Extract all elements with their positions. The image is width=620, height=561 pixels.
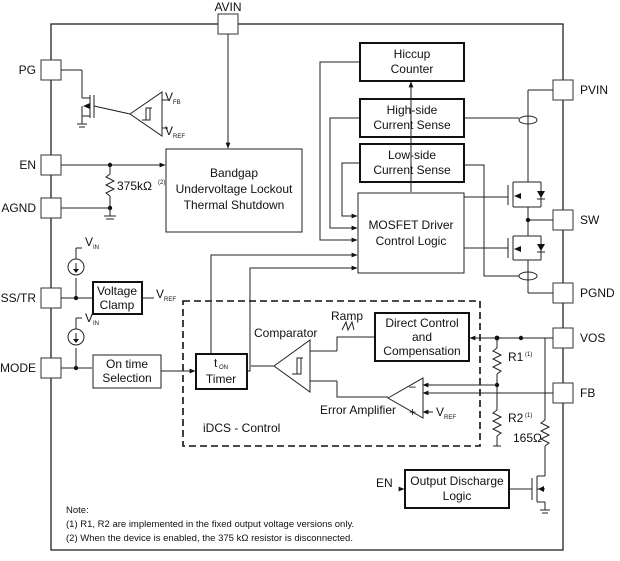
output-discharge-block: Output Discharge Logic: [404, 469, 510, 509]
pin-pvin-label: PVIN: [580, 83, 608, 97]
ramp-label: Ramp: [331, 309, 363, 323]
hiccup-label-2: Counter: [391, 62, 434, 76]
clamp-vref-label: V: [156, 287, 164, 301]
mosfet-label-2: Control Logic: [376, 234, 447, 248]
pin-vos: VOS: [552, 327, 605, 349]
pin-agnd: AGND: [1, 197, 62, 219]
error-amplifier-icon: [386, 377, 424, 419]
mosfet-label-1: MOSFET Driver: [368, 218, 453, 232]
vfb-label: V: [165, 90, 173, 104]
timer-block: t ON Timer: [195, 353, 248, 390]
bandgap-label-1: Bandgap: [210, 166, 258, 180]
discharge-en-label: EN: [376, 476, 393, 490]
mosfet-driver-block: MOSFET Driver Control Logic: [357, 192, 465, 274]
vin-subscript: IN: [93, 245, 99, 251]
direct-control-block: Direct Control and Compensation: [374, 312, 470, 362]
r375-label: 375kΩ: [117, 179, 152, 193]
error-amplifier-label: Error Amplifier: [320, 403, 396, 417]
high-side-label-2: Current Sense: [373, 118, 451, 132]
pin-pvin: PVIN: [552, 79, 608, 101]
pin-avin-label: AVIN: [214, 0, 241, 14]
hiccup-label-1: Hiccup: [394, 47, 431, 61]
low-side-label-2: Current Sense: [373, 163, 451, 177]
note-1: (1) R1, R2 are implemented in the fixed …: [66, 519, 354, 530]
minus-sign: –: [409, 379, 416, 393]
pin-agnd-label: AGND: [1, 201, 36, 215]
pin-pg-label: PG: [19, 63, 36, 77]
vfb-subscript: FB: [173, 100, 181, 106]
vin-label: V: [85, 235, 93, 249]
ramp-icon: [341, 320, 355, 332]
on-time-label-2: Selection: [102, 371, 151, 385]
bandgap-label-2: Undervoltage Lockout: [176, 182, 293, 196]
high-side-label-1: High-side: [387, 103, 438, 117]
r1-superscript: (1): [525, 352, 532, 358]
clamp-vref-subscript: REF: [164, 297, 176, 303]
comparator-label: Comparator: [254, 326, 317, 340]
ton-subscript: ON: [219, 365, 228, 371]
r375-superscript: (2): [158, 180, 165, 186]
wiring: [61, 34, 553, 514]
current-source-icon: [67, 247, 85, 276]
hiccup-counter-block: Hiccup Counter: [359, 42, 465, 82]
pin-pgnd-label: PGND: [580, 286, 615, 300]
pin-pgnd: PGND: [552, 282, 615, 304]
high-side-current-sense-block: High-side Current Sense: [359, 98, 465, 138]
output-discharge-label-1: Output Discharge: [410, 474, 504, 488]
pin-ss-tr: SS/TR: [1, 287, 62, 309]
pin-pg: PG: [19, 59, 62, 81]
pin-mode: MODE: [0, 357, 62, 379]
output-discharge-label-2: Logic: [443, 489, 472, 503]
pin-sw: SW: [552, 209, 600, 231]
ton-label: t: [214, 356, 218, 370]
comparator-icon: [251, 339, 337, 393]
on-time-label-1: On time: [106, 357, 148, 371]
plus-sign: +: [409, 405, 416, 419]
pg-nmos-icon: [77, 92, 131, 128]
direct-control-label-2: and: [412, 330, 432, 344]
vin-subscript-2: IN: [93, 321, 99, 327]
on-time-selection-block: On time Selection: [92, 354, 162, 389]
note-title: Note:: [66, 505, 89, 516]
r165-label: 165Ω: [513, 431, 542, 445]
pin-fb: FB: [552, 382, 595, 404]
timer-label: Timer: [206, 372, 236, 386]
bandgap-label-3: Thermal Shutdown: [184, 198, 285, 212]
voltage-clamp-block: Voltage Clamp: [92, 281, 143, 315]
ea-vref-label: V: [436, 405, 444, 419]
direct-control-label-3: Compensation: [383, 344, 460, 358]
pin-fb-label: FB: [580, 386, 595, 400]
voltage-clamp-label-1: Voltage: [97, 284, 137, 298]
vref-label: V: [165, 124, 173, 138]
agnd-ground-icon: [104, 208, 116, 220]
low-side-label-1: Low-side: [388, 148, 436, 162]
pin-vos-label: VOS: [580, 331, 605, 345]
pg-comparator-icon: [129, 91, 168, 137]
vref-subscript: REF: [173, 134, 185, 140]
vin-label-2: V: [85, 311, 93, 325]
low-side-current-sense-block: Low-side Current Sense: [359, 143, 465, 183]
r2-superscript: (1): [525, 413, 532, 419]
pin-avin: AVIN: [214, 0, 242, 35]
r2-label: R2: [508, 411, 524, 425]
idcs-control-region: [182, 300, 481, 447]
pin-en: EN: [19, 154, 62, 176]
r1-label: R1: [508, 350, 524, 364]
pin-en-label: EN: [19, 158, 36, 172]
voltage-clamp-label-2: Clamp: [100, 298, 135, 312]
idcs-label: iDCS - Control: [203, 421, 280, 435]
current-source-icon: [67, 317, 85, 346]
note-2: (2) When the device is enabled, the 375 …: [66, 533, 353, 544]
bandgap-uvlo-block: Bandgap Undervoltage Lockout Thermal Shu…: [165, 148, 303, 233]
pin-sw-label: SW: [580, 213, 600, 227]
pin-mode-label: MODE: [0, 361, 36, 375]
pin-ss-tr-label: SS/TR: [1, 291, 37, 305]
direct-control-label-1: Direct Control: [385, 316, 458, 330]
ea-vref-subscript: REF: [444, 415, 456, 421]
